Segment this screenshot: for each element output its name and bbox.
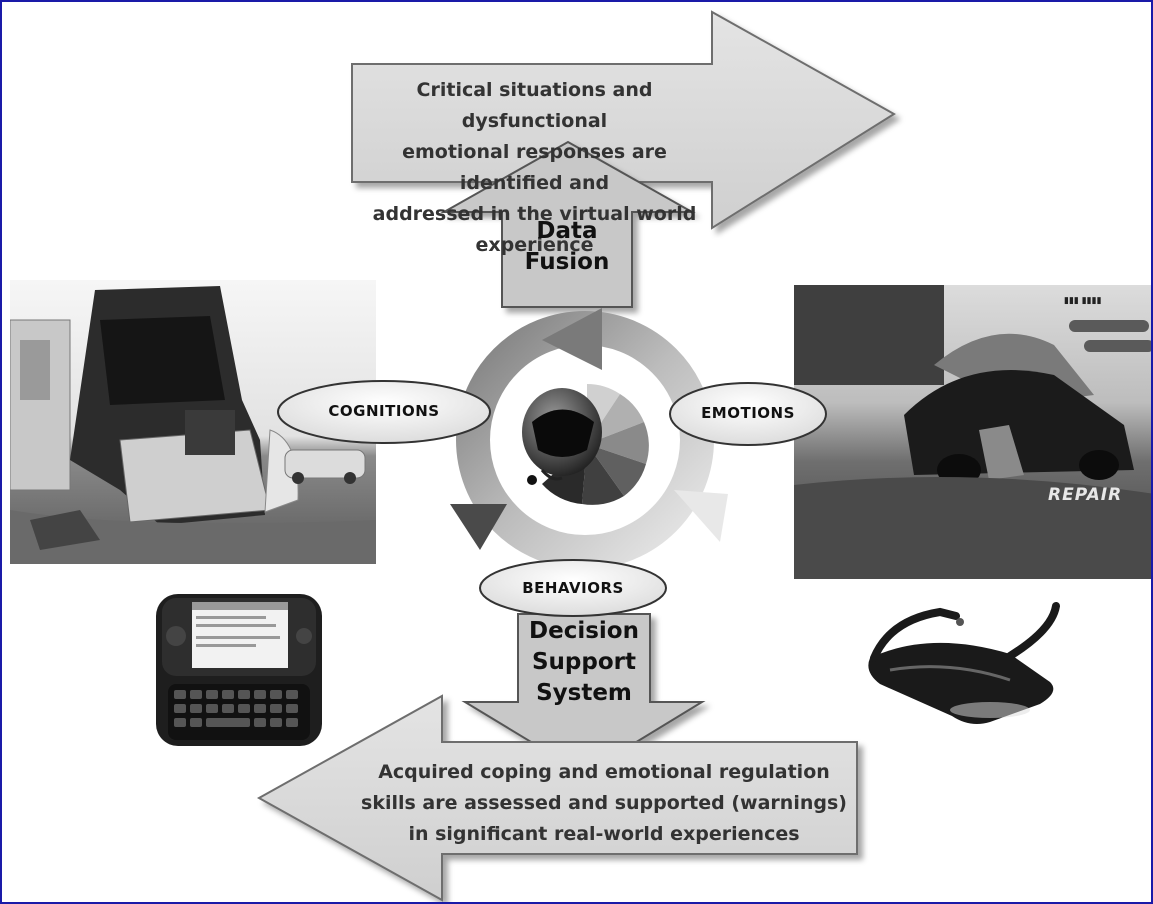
- decision-support-line: System: [536, 680, 632, 706]
- behaviors-label: BEHAVIORS: [522, 579, 624, 597]
- top-arrow-line: addressed in the virtual world experienc…: [372, 203, 697, 256]
- top-right-arrow: [351, 10, 896, 230]
- decision-support-line: Support: [531, 649, 636, 675]
- decision-support-label: Decision Support System: [518, 616, 650, 709]
- data-fusion-line: Fusion: [524, 249, 610, 275]
- decision-support-down-arrow: [461, 613, 706, 776]
- top-arrow-line: Critical situations and dysfunctional: [416, 79, 653, 132]
- behaviors-oval: [479, 559, 667, 617]
- bottom-arrow-line: skills are assessed and supported (warni…: [361, 792, 847, 814]
- head-icon: [522, 388, 602, 485]
- top-arrow-line: emotional responses are identified and: [402, 141, 667, 194]
- top-arrow-text: Critical situations and dysfunctional em…: [357, 75, 712, 261]
- bottom-arrow-line: in significant real-world experiences: [408, 823, 800, 845]
- bottom-arrow-line: Acquired coping and emotional regulation: [378, 761, 830, 783]
- svg-text:▮▮▮ ▮▮▮▮: ▮▮▮ ▮▮▮▮: [1064, 296, 1102, 306]
- smartphone-photo: [154, 592, 324, 750]
- video-glasses-photo: [860, 600, 1070, 730]
- cycle-arrow-right: [674, 490, 728, 542]
- cycle-arrow-top: [542, 308, 602, 370]
- data-fusion-up-arrow: [440, 140, 696, 308]
- bottom-left-arrow: [256, 694, 858, 902]
- driving-game-screenshot: ▮▮▮ ▮▮▮▮ REPAIR: [794, 285, 1151, 579]
- emotions-label: EMOTIONS: [701, 404, 795, 422]
- emotions-oval: [669, 382, 827, 446]
- cognitions-oval: [277, 380, 491, 444]
- game-hud-text: REPAIR: [1048, 485, 1123, 505]
- bottom-arrow-text: Acquired coping and emotional regulation…: [354, 757, 854, 850]
- decision-support-line: Decision: [529, 618, 639, 644]
- cognitions-label: COGNITIONS: [328, 402, 440, 420]
- data-fusion-label: Data Fusion: [502, 216, 632, 278]
- data-fusion-line: Data: [536, 218, 598, 244]
- cycle-arrow-left: [450, 504, 507, 550]
